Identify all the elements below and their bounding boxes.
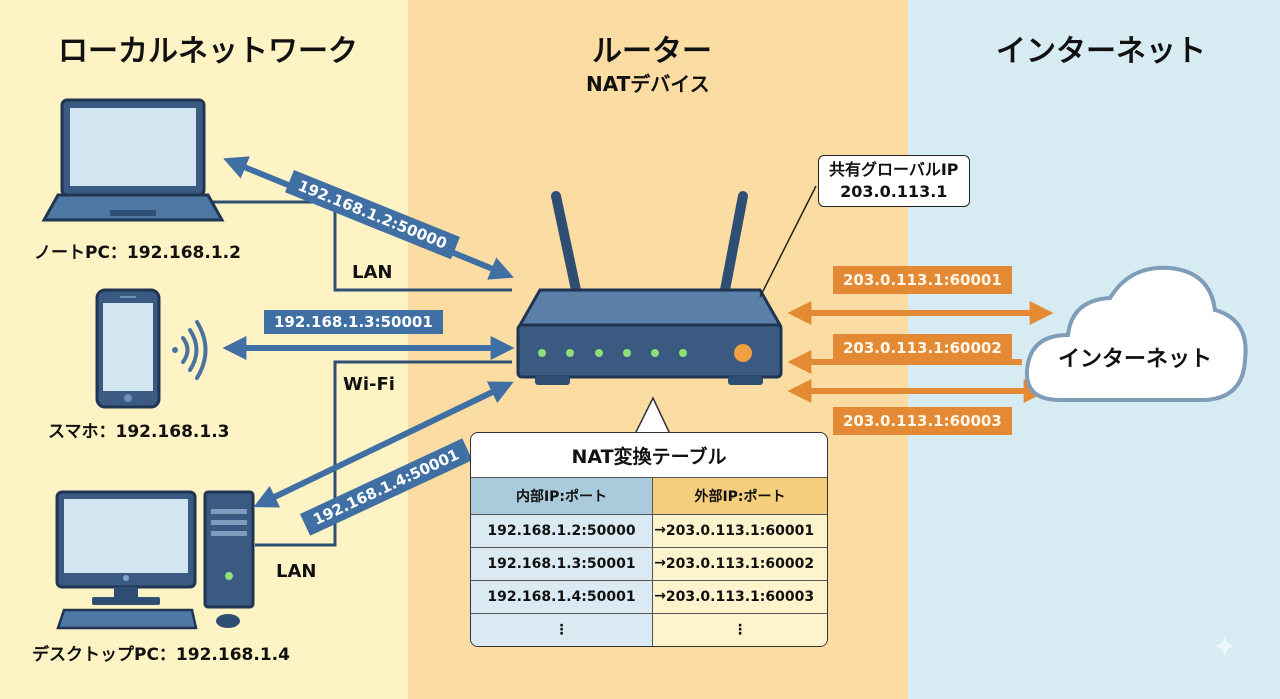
global-ip-callout: 共有グローバルIP 203.0.113.1 (818, 155, 970, 207)
lan-label-laptop: LAN (352, 262, 393, 283)
external-address: 203.0.113.1:60002 (653, 548, 827, 580)
external-address: 203.0.113.1:60001 (653, 515, 827, 547)
laptop-icon (41, 98, 225, 222)
external-ellipsis: ⋮ (653, 614, 827, 646)
external-tag-60002: 203.0.113.1:60002 (833, 334, 1012, 362)
wifi-signal-icon (172, 320, 208, 380)
external-tag-60003: 203.0.113.1:60003 (833, 407, 1012, 435)
smartphone-label: スマホ：192.168.1.3 (48, 422, 230, 442)
nat-table: NAT変換テーブル 内部IP:ポート 外部IP:ポート 192.168.1.2:… (470, 432, 828, 647)
router-title: ルーター (592, 34, 712, 69)
global-ip-value: 203.0.113.1 (840, 182, 948, 201)
table-row-ellipsis: ⋮ ⋮ (471, 614, 827, 646)
arrow-desktop-router (253, 381, 514, 508)
header-internal: 内部IP:ポート (471, 478, 653, 514)
router-status-leds (538, 349, 687, 357)
external-tag-60001: 203.0.113.1:60001 (833, 266, 1012, 294)
router-icon (516, 191, 783, 385)
nat-table-title: NAT変換テーブル (471, 433, 827, 478)
sparkle-icon: ✦ (1212, 630, 1238, 665)
mapping-arrow: → (654, 555, 666, 571)
local-network-title: ローカルネットワーク (58, 34, 358, 69)
external-address: 203.0.113.1:60003 (653, 581, 827, 613)
router-power-led (734, 344, 752, 362)
desktop-label: デスクトップPC：192.168.1.4 (32, 645, 290, 665)
header-external: 外部IP:ポート (653, 478, 827, 514)
table-row: 192.168.1.3:50001 → 203.0.113.1:60002 (471, 548, 827, 581)
internal-address: 192.168.1.3:50001 (487, 556, 636, 572)
smartphone-icon (95, 288, 161, 409)
router-subtitle: NATデバイス (586, 72, 710, 96)
callout-leader (759, 185, 817, 298)
global-ip-heading: 共有グローバルIP (829, 160, 959, 179)
internet-cloud-icon (1024, 265, 1248, 402)
lan-label-desktop: LAN (276, 561, 317, 582)
mapping-arrow: → (654, 588, 666, 604)
wifi-label: Wi-Fi (343, 374, 395, 395)
desktop-icon (55, 490, 255, 630)
table-row: 192.168.1.4:50001 → 203.0.113.1:60003 (471, 581, 827, 614)
table-row: 192.168.1.2:50000 → 203.0.113.1:60001 (471, 515, 827, 548)
internal-tag-smartphone: 192.168.1.3:50001 (264, 310, 443, 334)
internet-cloud-label: インターネット (1058, 347, 1213, 372)
internal-ellipsis: ⋮ (471, 614, 653, 646)
nat-table-header: 内部IP:ポート 外部IP:ポート (471, 478, 827, 515)
nat-table-pointer (634, 396, 671, 435)
laptop-label: ノートPC：192.168.1.2 (34, 243, 241, 263)
internal-address: 192.168.1.2:50000 (487, 523, 636, 539)
mapping-arrow: → (654, 522, 666, 538)
internal-address: 192.168.1.4:50001 (487, 589, 636, 605)
internet-title: インターネット (996, 34, 1206, 69)
